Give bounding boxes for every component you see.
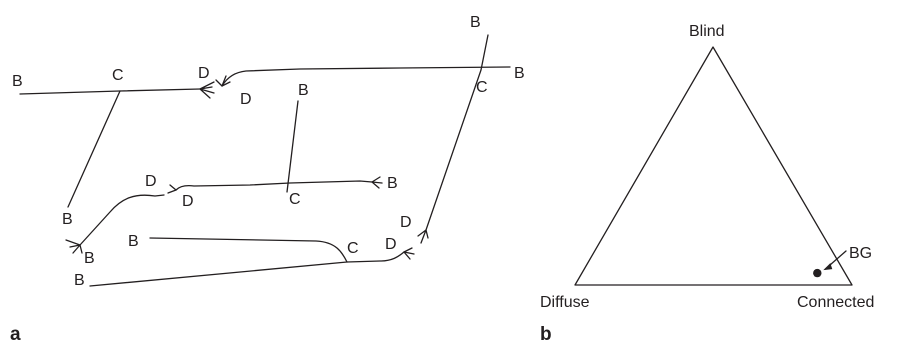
fracture-line xyxy=(426,35,488,230)
node-label: B xyxy=(84,250,95,267)
fracture-line xyxy=(287,101,298,192)
ternary-triangle xyxy=(575,47,852,285)
node-label: B xyxy=(387,175,398,192)
node-label: B xyxy=(62,211,73,228)
fracture-line xyxy=(222,67,510,86)
node-label: D xyxy=(182,193,194,210)
node-label: C xyxy=(289,191,301,208)
node-labels: B C D D B B C B C D D B B B B C D D B xyxy=(12,14,525,289)
fracture-line xyxy=(20,89,200,94)
node-label: D xyxy=(385,236,397,253)
node-label: D xyxy=(400,214,412,231)
fracture-tip-branches xyxy=(66,240,82,253)
fracture-network xyxy=(20,35,510,286)
node-label: D xyxy=(240,91,252,108)
node-label: B xyxy=(128,233,139,250)
fracture-line xyxy=(68,91,120,207)
ternary-diagram: Blind Diffuse Connected BG xyxy=(540,23,874,311)
node-label: B xyxy=(74,272,85,289)
fracture-tip-branches xyxy=(200,82,214,98)
node-label: D xyxy=(198,65,210,82)
node-label: B xyxy=(298,82,309,99)
fracture-line xyxy=(90,252,404,286)
bg-data-point xyxy=(813,269,821,277)
node-label: C xyxy=(476,79,488,96)
fracture-tip-branches xyxy=(372,177,382,188)
vertex-label-connected: Connected xyxy=(797,294,874,311)
vertex-label-blind: Blind xyxy=(689,23,725,40)
fracture-tip-branches xyxy=(168,185,176,193)
node-label: B xyxy=(514,65,525,82)
node-label: D xyxy=(145,173,157,190)
node-label: B xyxy=(12,73,23,90)
node-label: C xyxy=(347,240,359,257)
panel-label-a: a xyxy=(10,324,21,345)
node-label: B xyxy=(470,14,481,31)
fracture-line xyxy=(176,181,372,190)
panel-label-b: b xyxy=(540,324,552,345)
fracture-tip-branches xyxy=(404,248,414,259)
bg-label: BG xyxy=(849,245,872,262)
fracture-line xyxy=(150,238,347,262)
fracture-tip-branches xyxy=(216,76,230,86)
node-label: C xyxy=(112,67,124,84)
vertex-label-diffuse: Diffuse xyxy=(540,294,590,311)
fracture-tip-branches xyxy=(418,230,428,243)
